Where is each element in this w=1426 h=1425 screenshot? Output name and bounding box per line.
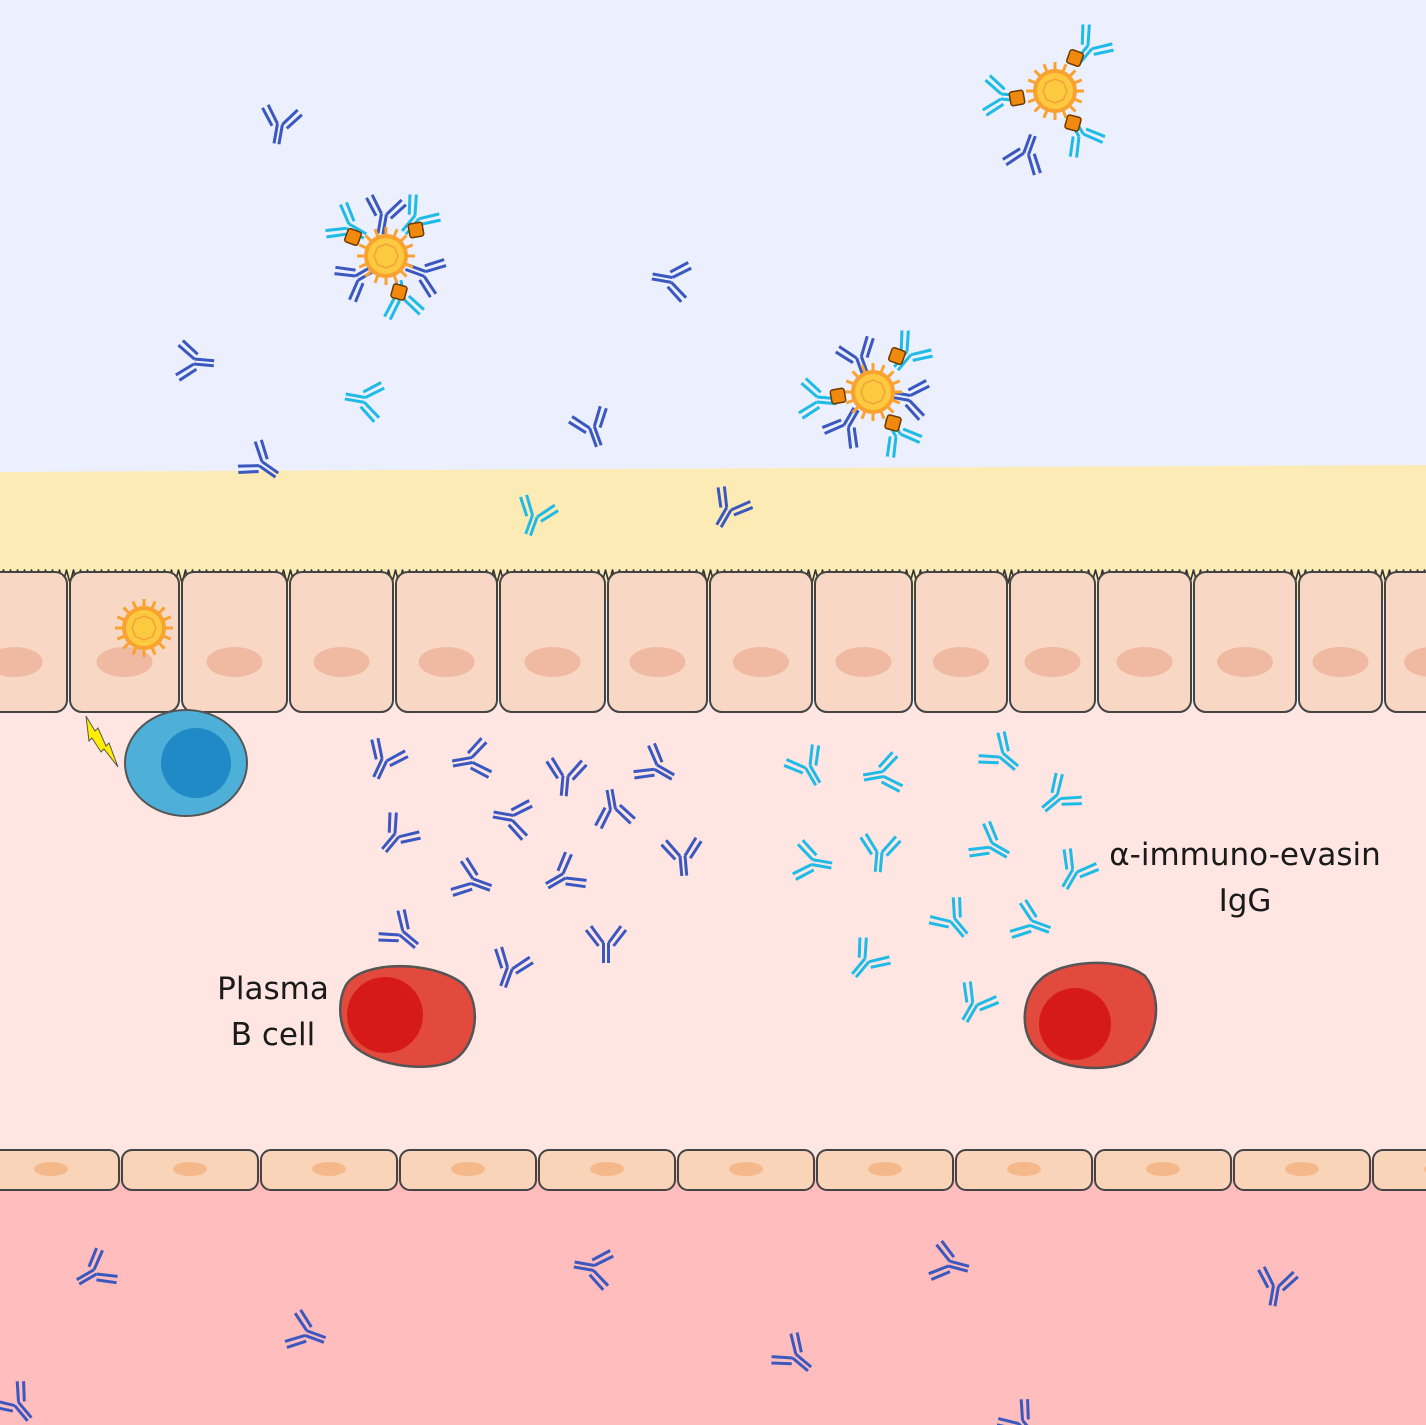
plasma-b-cell-label-line-1: Plasma (217, 971, 329, 1007)
cell-nucleus (868, 1162, 902, 1176)
epithelial-cell (709, 571, 813, 713)
igg-label-line-2: IgG (1218, 883, 1272, 919)
epithelial-cell (914, 571, 1008, 713)
epithelial-cell (1384, 571, 1426, 713)
cell-nucleus (418, 647, 475, 677)
cell-nucleus (590, 1162, 624, 1176)
epithelial-cell (395, 571, 498, 713)
evasin-icon (829, 387, 847, 405)
cell-nucleus (1285, 1162, 1319, 1176)
igg-label-line-1: α-immuno-evasin (1109, 837, 1381, 873)
cell-nucleus (835, 647, 892, 677)
epithelial-cell (1097, 571, 1192, 713)
immune-cell (124, 709, 248, 817)
cell-nucleus (1217, 647, 1273, 677)
endothelial-cell (1372, 1149, 1426, 1191)
evasin-icon (1063, 113, 1083, 133)
cell-nucleus (1146, 1162, 1180, 1176)
blood-vessel-region (0, 1160, 1426, 1425)
cell-nucleus (729, 1162, 763, 1176)
evasin-icon (407, 221, 425, 239)
epithelial-layer (0, 571, 1426, 713)
mucus-layer (0, 465, 1426, 600)
epithelial-cell (499, 571, 606, 713)
epithelial-cell (289, 571, 394, 713)
cell-nucleus (312, 1162, 346, 1176)
epithelial-cell (69, 571, 180, 713)
evasin-icon (883, 413, 903, 433)
epithelial-cell (607, 571, 708, 713)
cell-nucleus (1312, 647, 1369, 677)
endothelial-layer (0, 1149, 1426, 1191)
cell-nucleus (933, 647, 989, 677)
plasma-b-cell-label-line-2: B cell (230, 1017, 316, 1053)
virus-icon (1024, 60, 1086, 122)
virus-icon (355, 225, 417, 287)
cell-nucleus (313, 647, 370, 677)
igg-label: α-immuno-evasin IgG (1095, 832, 1395, 924)
cell-nucleus (1116, 647, 1173, 677)
cell-nucleus (1404, 647, 1426, 677)
cell-nucleus (96, 647, 153, 677)
cell-nucleus (1024, 647, 1081, 677)
epithelial-cell (1193, 571, 1297, 713)
epithelial-cell (1298, 571, 1383, 713)
cell-nucleus (173, 1162, 207, 1176)
epithelial-cell (0, 571, 68, 713)
cell-nucleus (34, 1162, 68, 1176)
epithelial-cell (181, 571, 288, 713)
cell-nucleus (451, 1162, 485, 1176)
epithelial-cell (1009, 571, 1096, 713)
plasma-b-cell-label: Plasma B cell (206, 966, 340, 1058)
cell-nucleus (629, 647, 686, 677)
plasma-b-cell (339, 964, 476, 1068)
lumen-region (0, 0, 1426, 480)
plasma-b-cell (1023, 961, 1158, 1070)
epithelial-cell (814, 571, 913, 713)
cell-nucleus (1007, 1162, 1041, 1176)
lightning-icon (85, 715, 119, 768)
cell-nucleus (524, 647, 581, 677)
cell-nucleus (0, 647, 43, 677)
cell-nucleus (733, 647, 789, 677)
virus-icon (113, 597, 175, 659)
evasin-icon (389, 282, 409, 302)
cell-nucleus (206, 647, 263, 677)
virus-icon (842, 361, 904, 423)
evasin-icon (1008, 89, 1026, 107)
